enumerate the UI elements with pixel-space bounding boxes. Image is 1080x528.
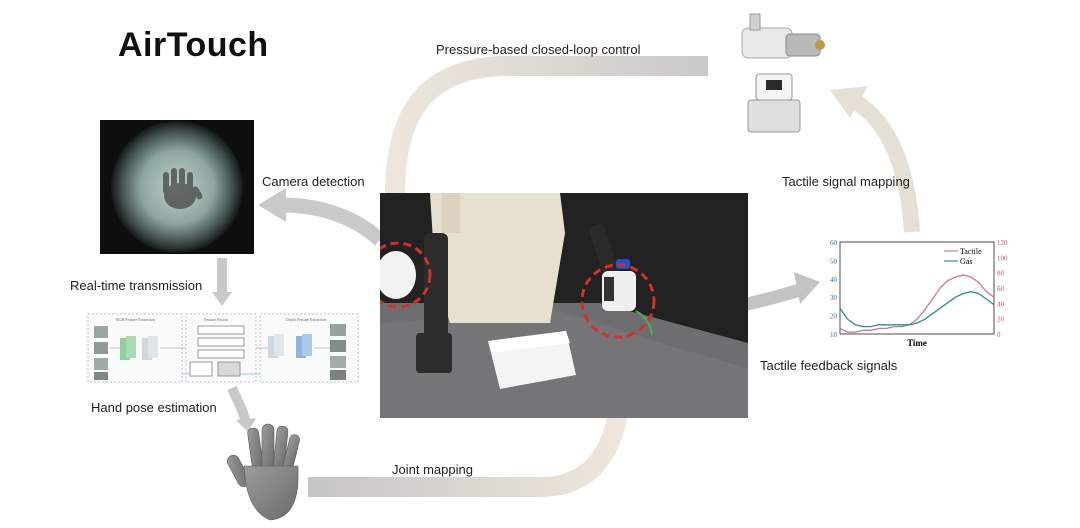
series-line-tactile	[839, 274, 995, 333]
pose-arrow	[227, 386, 251, 425]
camera-detection-arrow	[281, 197, 386, 246]
tactile-chart-svg: Time Tactile Gas 60 50 40 30 20 10 120 100 80 60 4…	[830, 239, 1008, 348]
camera-target-circle	[380, 241, 432, 309]
page-title: AirTouch	[118, 26, 269, 64]
tactile-chart: Time Tactile Gas 60 50 40 30 20 10 120 100 80 60 4…	[818, 234, 1018, 350]
depth-feature-stack	[268, 334, 312, 358]
right-tick-label: 60	[997, 285, 1005, 293]
block-label-1: RGB Feature Extraction	[116, 317, 155, 322]
tactile-feedback-arrowhead	[794, 272, 820, 304]
right-tick-label: 80	[997, 270, 1005, 278]
rgb-thumbnails	[94, 326, 108, 380]
hand-model-graphic	[227, 423, 300, 521]
tactile-feedback-label: Tactile feedback signals	[760, 358, 898, 373]
white-glove-left	[380, 251, 416, 299]
left-tick-label: 20	[830, 313, 838, 321]
right-tick-label: 40	[997, 300, 1005, 308]
left-tick-label: 10	[830, 331, 838, 339]
hand-model-image	[226, 420, 312, 528]
block-label-2: Feature Fusion	[204, 317, 228, 322]
right-tick-label: 0	[997, 331, 1001, 339]
tactile-target-circle	[580, 263, 656, 339]
right-tick-label: 100	[997, 254, 1008, 262]
pressure-control-arrow	[385, 56, 708, 196]
pressure-control-label: Pressure-based closed-loop control	[436, 42, 641, 57]
tactile-mapping-arrowhead	[830, 86, 868, 118]
left-robot-arm	[416, 233, 452, 373]
tactile-mapping-label: Tactile signal mapping	[782, 174, 910, 189]
network-diagram-graphic: RGB Feature Extraction Feature Fusion De…	[87, 313, 359, 383]
left-tick-label: 60	[830, 239, 838, 247]
rgb-feature-stack	[120, 336, 158, 360]
pneumatic-hardware-graphic	[741, 13, 825, 133]
left-tick-label: 30	[830, 294, 838, 302]
camera-detection-arrowhead	[258, 188, 286, 222]
transmission-label: Real-time transmission	[70, 278, 203, 293]
storage-basket	[488, 331, 576, 389]
person-torso	[430, 193, 565, 323]
x-axis-label: Time	[907, 338, 927, 348]
pose-arrowhead	[236, 418, 256, 432]
robot-scene-photo	[380, 193, 748, 418]
right-tick-label: 120	[997, 239, 1008, 247]
hand-silhouette	[163, 168, 203, 209]
transmission-arrowhead	[212, 292, 232, 306]
joint-mapping-label: Joint mapping	[392, 462, 473, 477]
pressure-regulator	[747, 73, 801, 133]
legend-gas: Gas	[960, 257, 972, 266]
air-pump	[741, 13, 825, 59]
pose-estimation-label: Hand pose estimation	[91, 400, 217, 415]
legend-tactile: Tactile	[960, 247, 982, 256]
robot-scene-graphic	[380, 193, 748, 418]
camera-view-image	[100, 120, 254, 254]
fusion-blocks	[189, 325, 245, 377]
left-tick-label: 50	[830, 257, 838, 265]
depth-thumbnails	[330, 324, 346, 380]
right-tick-label: 20	[997, 316, 1005, 324]
camera-detection-label: Camera detection	[262, 174, 365, 189]
chart-legend: Tactile Gas	[944, 247, 982, 266]
highlight-circles	[380, 241, 656, 339]
pneumatic-hardware-image	[726, 4, 830, 140]
series-line-gas	[839, 291, 995, 328]
block-label-3: Depth Feature Extraction	[286, 317, 326, 322]
network-diagram: RGB Feature Extraction Feature Fusion De…	[86, 312, 360, 384]
left-tick-label: 40	[830, 276, 838, 284]
tactile-mapping-arrow	[847, 92, 920, 233]
camera-view-graphic	[111, 121, 243, 253]
